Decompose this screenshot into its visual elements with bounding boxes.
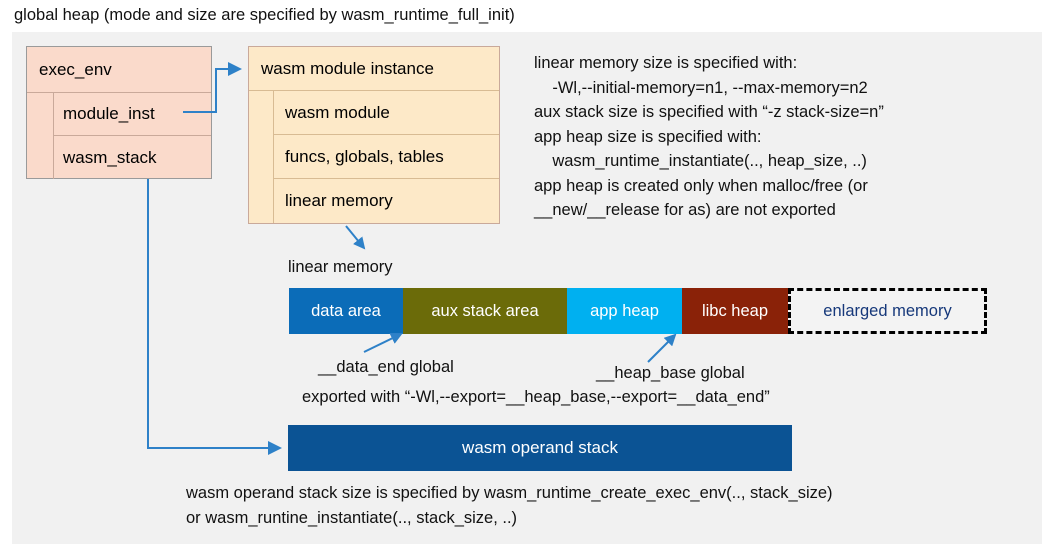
annotation-heap-base: __heap_base global [596, 364, 745, 382]
linear-memory-notes: linear memory size is specified with: -W… [534, 54, 884, 219]
wasm-module-instance-box: wasm module instance wasm module funcs, … [248, 46, 500, 224]
exec-env-header: exec_env [27, 47, 211, 93]
memory-segment-libc-heap: libc heap [682, 288, 788, 334]
exec-env-box: exec_env module_inst wasm_stack [26, 46, 212, 179]
memory-segment-data-area: data area [289, 288, 403, 334]
exec-env-row-module-inst: module_inst [53, 93, 211, 136]
wasm-module-instance-gutter [249, 91, 274, 223]
wasm-module-instance-header: wasm module instance [249, 47, 499, 91]
operand-stack-notes: wasm operand stack size is specified by … [186, 484, 833, 527]
exec-env-row-wasm-stack: wasm_stack [63, 147, 157, 167]
wasm-module-instance-row-funcs-globals-tables: funcs, globals, tables [273, 135, 499, 179]
memory-segment-enlarged-memory: enlarged memory [788, 288, 987, 334]
page-title: global heap (mode and size are specified… [14, 6, 515, 24]
wasm-operand-stack-box: wasm operand stack [288, 425, 792, 471]
annotation-data-end: __data_end global [318, 358, 454, 376]
memory-segment-app-heap: app heap [567, 288, 682, 334]
annotation-exported-with: exported with “-Wl,--export=__heap_base,… [302, 388, 770, 406]
memory-segment-aux-stack-area: aux stack area [403, 288, 567, 334]
wasm-module-instance-row-linear-memory: linear memory [285, 191, 393, 210]
linear-memory-label: linear memory [288, 258, 393, 276]
exec-env-gutter [27, 93, 54, 179]
wasm-module-instance-row-wasm-module: wasm module [273, 91, 499, 135]
